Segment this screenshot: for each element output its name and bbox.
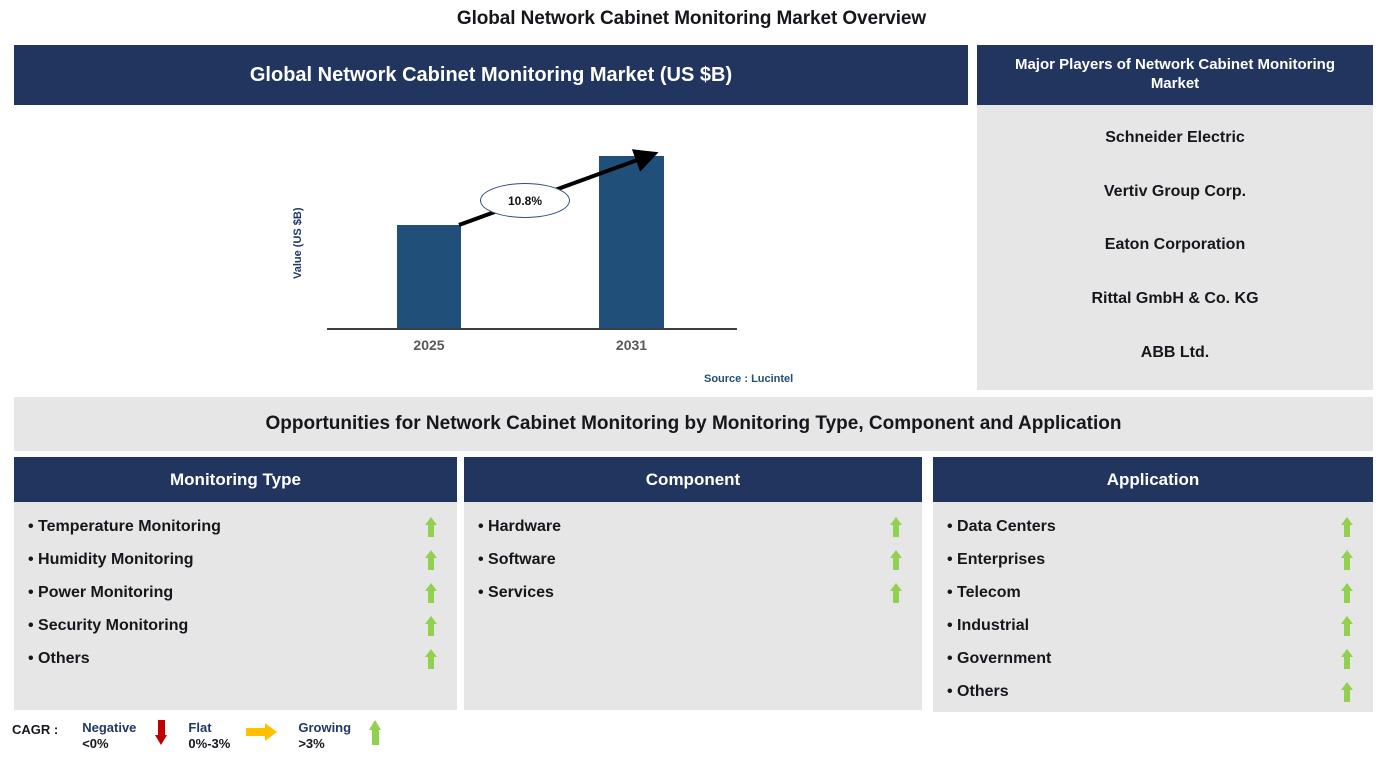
list-item-label: • Hardware — [478, 517, 561, 535]
list-item: • Enterprises — [933, 543, 1373, 576]
player-item: ABB Ltd. — [1140, 344, 1210, 362]
list-item-label: • Enterprises — [947, 550, 1046, 568]
cagr-legend-item-flat: Flat 0%-3% — [188, 720, 288, 753]
column-header-application: Application — [933, 457, 1373, 502]
list-item: • Hardware — [464, 510, 922, 543]
list-item-label: • Humidity Monitoring — [28, 550, 194, 568]
list-item-label: • Others — [947, 682, 1009, 700]
growth-arrow-icon — [458, 149, 659, 227]
arrow-up-icon — [367, 720, 385, 750]
bar-2031 — [599, 156, 664, 328]
list-item: • Security Monitoring — [14, 609, 457, 642]
legend-name: Negative — [82, 720, 137, 735]
arrow-up-icon — [890, 549, 902, 570]
list-item-label: • Services — [478, 583, 554, 601]
page-title: Global Network Cabinet Monitoring Market… — [456, 8, 927, 29]
market-bar-chart: Value (US $B) 2025 2031 10.8% Source : L… — [14, 105, 968, 390]
chart-panel-header: Global Network Cabinet Monitoring Market… — [14, 45, 968, 105]
arrow-up-icon — [425, 516, 437, 537]
list-item: • Others — [933, 675, 1373, 708]
chart-panel-body: Value (US $B) 2025 2031 10.8% Source : L… — [14, 105, 968, 390]
legend-name: Flat — [188, 720, 212, 735]
arrow-up-icon — [425, 615, 437, 636]
list-item-label: • Temperature Monitoring — [28, 517, 221, 535]
list-item-label: • Software — [478, 550, 556, 568]
chart-source-note: Source : Lucintel — [704, 373, 794, 385]
bar-2025 — [397, 225, 461, 328]
column-header-component: Component — [464, 457, 922, 502]
list-item-label: • Telecom — [947, 583, 1021, 601]
column-header-monitoring-type: Monitoring Type — [14, 457, 457, 502]
arrow-up-icon — [425, 549, 437, 570]
list-item: • Software — [464, 543, 922, 576]
column-body-component: • Hardware • Software • Services — [464, 502, 922, 710]
arrow-up-icon — [1341, 681, 1353, 702]
chart-x-axis-line — [327, 328, 737, 330]
list-item-label: • Power Monitoring — [28, 583, 174, 601]
legend-name: Growing — [298, 720, 352, 735]
cagr-bubble: 10.8% — [480, 183, 570, 218]
column-body-monitoring-type: • Temperature Monitoring • Humidity Moni… — [14, 502, 457, 710]
arrow-up-icon — [1341, 615, 1353, 636]
player-item: Rittal GmbH & Co. KG — [1091, 290, 1259, 308]
list-item: • Data Centers — [933, 510, 1373, 543]
list-item: • Power Monitoring — [14, 576, 457, 609]
arrow-up-icon — [1341, 549, 1353, 570]
list-item: • Temperature Monitoring — [14, 510, 457, 543]
players-panel-body: Schneider Electric Vertiv Group Corp. Ea… — [977, 105, 1373, 390]
list-item: • Government — [933, 642, 1373, 675]
cagr-legend-item-growing: Growing >3% — [298, 720, 393, 753]
arrow-up-icon — [425, 648, 437, 669]
chart-y-axis-label: Value (US $B) — [292, 207, 304, 279]
player-item: Schneider Electric — [1105, 128, 1245, 146]
cagr-legend: CAGR : Negative <0% Flat 0%-3% Growing >… — [12, 720, 403, 753]
arrow-up-icon — [890, 582, 902, 603]
bar-label-2025: 2025 — [413, 337, 445, 353]
opportunity-column-component: Component • Hardware • Software • Servic… — [464, 457, 922, 710]
list-item-label: • Government — [947, 649, 1052, 667]
list-item: • Services — [464, 576, 922, 609]
opportunities-band-title: Opportunities for Network Cabinet Monito… — [14, 397, 1373, 451]
list-item: • Humidity Monitoring — [14, 543, 457, 576]
legend-range: <0% — [82, 736, 109, 752]
cagr-legend-title: CAGR : — [12, 722, 59, 737]
opportunity-column-application: Application • Data Centers • Enterprises… — [933, 457, 1373, 712]
arrow-up-icon — [425, 582, 437, 603]
legend-range: >3% — [298, 736, 325, 752]
column-body-application: • Data Centers • Enterprises • Telecom •… — [933, 502, 1373, 712]
player-item: Vertiv Group Corp. — [1103, 182, 1247, 200]
cagr-legend-item-negative: Negative <0% — [82, 720, 178, 753]
arrow-up-icon — [1341, 582, 1353, 603]
bar-label-2031: 2031 — [615, 337, 648, 353]
list-item: • Others — [14, 642, 457, 675]
players-panel-header: Major Players of Network Cabinet Monitor… — [977, 45, 1373, 105]
list-item: • Telecom — [933, 576, 1373, 609]
list-item-label: • Security Monitoring — [28, 616, 189, 634]
list-item: • Industrial — [933, 609, 1373, 642]
list-item-label: • Data Centers — [947, 517, 1056, 535]
arrow-down-icon — [152, 720, 170, 750]
arrow-right-icon — [246, 722, 280, 752]
legend-range: 0%-3% — [188, 736, 231, 752]
list-item-label: • Industrial — [947, 616, 1030, 634]
arrow-up-icon — [890, 516, 902, 537]
player-item: Eaton Corporation — [1104, 236, 1246, 254]
list-item-label: • Others — [28, 649, 90, 667]
arrow-up-icon — [1341, 516, 1353, 537]
arrow-up-icon — [1341, 648, 1353, 669]
opportunity-column-monitoring-type: Monitoring Type • Temperature Monitoring… — [14, 457, 457, 710]
